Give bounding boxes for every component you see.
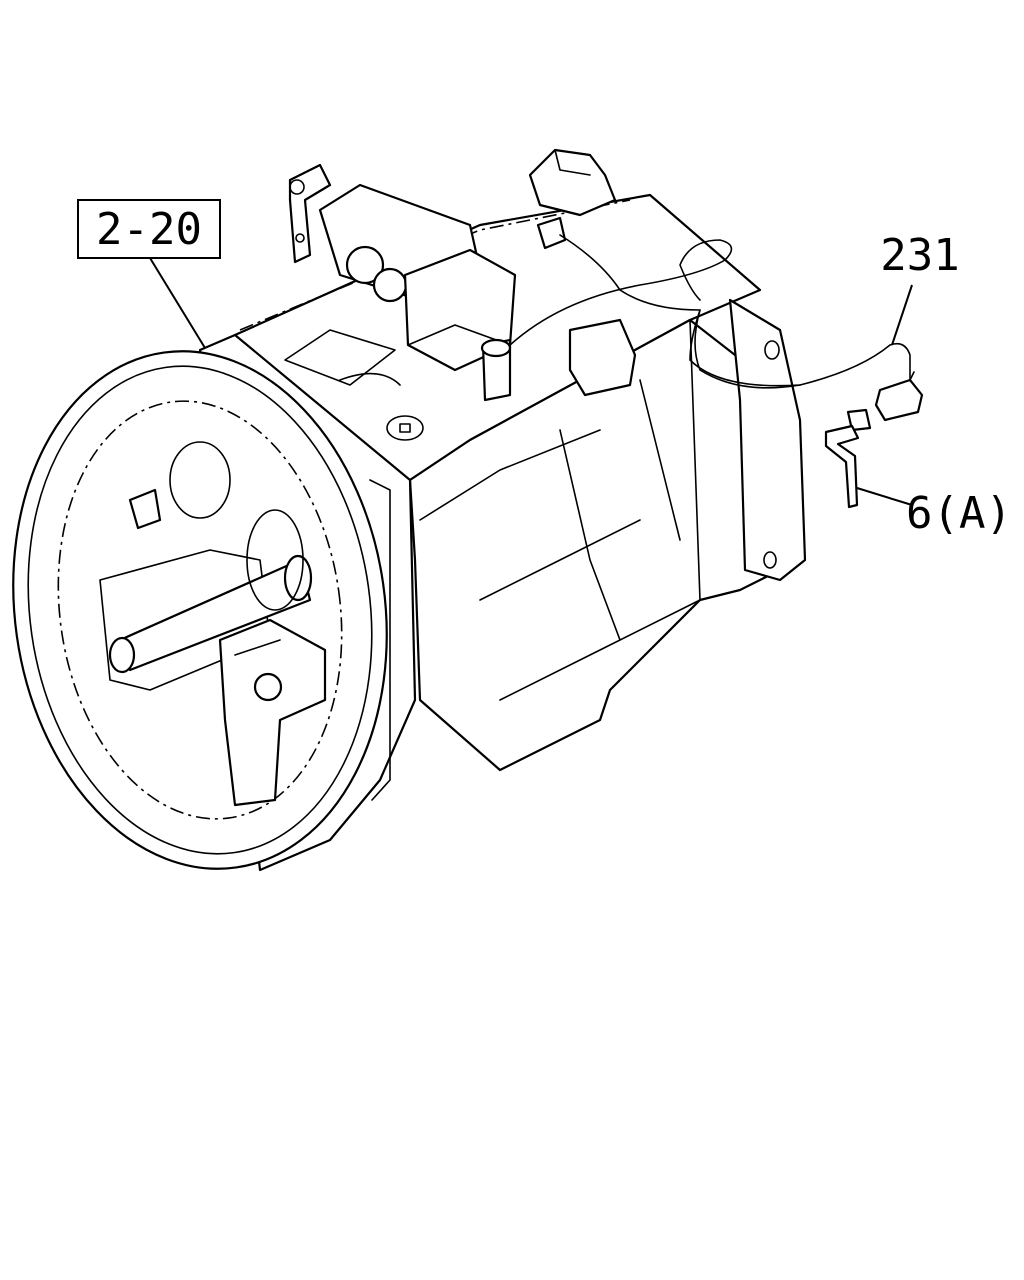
callout-2-20: 2-20 [77,199,221,349]
callout-6a-label: 6(A) [906,488,1012,539]
sensor-6a [824,408,872,509]
callout-2-20-label: 2-20 [96,204,202,255]
wiring-harness-231 [509,234,924,422]
callout-231-label: 231 [880,230,959,281]
callout-231: 231 [880,230,960,346]
shift-actuator [288,148,637,402]
input-shaft [99,441,327,807]
callout-6a: 6(A) [856,487,1012,539]
